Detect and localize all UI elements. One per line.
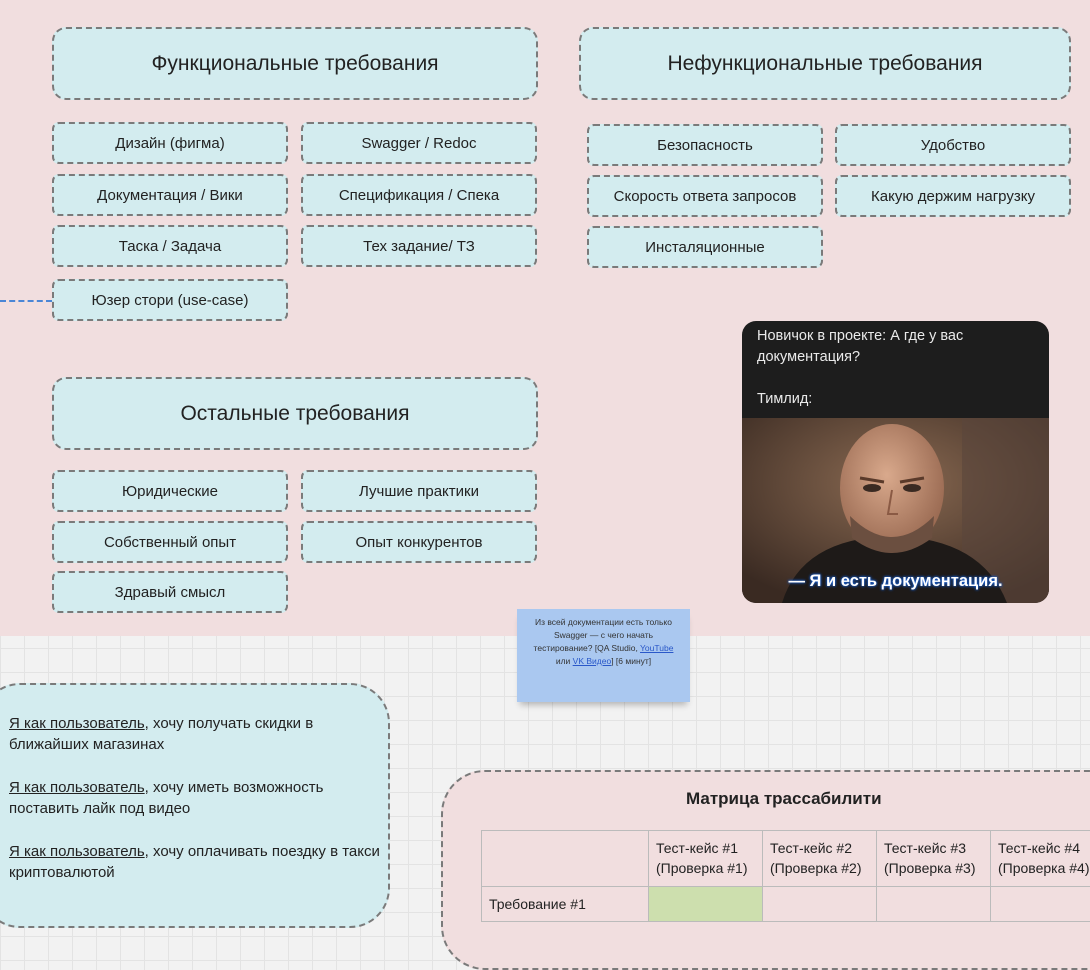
item-label: Дизайн (фигма)	[115, 135, 224, 152]
meme-subtitle: — Я и есть документация.	[742, 572, 1049, 591]
item-label: Юзер стори (use-case)	[91, 292, 248, 309]
nonfunctional-requirements-header[interactable]: Нефункциональные требования	[579, 27, 1071, 100]
item-user-story[interactable]: Юзер стори (use-case)	[52, 279, 288, 321]
functional-requirements-title: Функциональные требования	[151, 52, 438, 76]
item-security[interactable]: Безопасность	[587, 124, 823, 166]
item-documentation-wiki[interactable]: Документация / Вики	[52, 174, 288, 216]
matrix-cell[interactable]	[991, 887, 1090, 922]
item-label: Таска / Задача	[119, 238, 221, 255]
item-label: Тех задание/ ТЗ	[363, 238, 475, 255]
traceability-matrix-card[interactable]: Матрица трассабилити Тест-кейс #1 (Прове…	[441, 770, 1090, 970]
item-label: Юридические	[122, 483, 218, 500]
meme-card[interactable]: Новичок в проекте: А где у вас документа…	[742, 321, 1049, 603]
meme-caption: Новичок в проекте: А где у вас документа…	[757, 326, 1042, 410]
story-role: Я как пользователь	[9, 715, 145, 732]
item-common-sense[interactable]: Здравый смысл	[52, 571, 288, 613]
user-story: Я как пользователь, хочу иметь возможнос…	[9, 777, 388, 819]
youtube-link[interactable]: YouTube	[640, 643, 673, 653]
vk-video-link[interactable]: VK Видео	[573, 656, 612, 666]
matrix-cell[interactable]	[763, 887, 877, 922]
matrix-cell[interactable]	[877, 887, 991, 922]
user-story: Я как пользователь, хочу оплачивать поез…	[9, 841, 388, 883]
item-label: Безопасность	[657, 137, 753, 154]
item-usability[interactable]: Удобство	[835, 124, 1071, 166]
item-label: Скорость ответа запросов	[614, 188, 797, 205]
matrix-cell[interactable]	[649, 887, 763, 922]
item-best-practices[interactable]: Лучшие практики	[301, 470, 537, 512]
table-header-row: Тест-кейс #1 (Проверка #1) Тест-кейс #2 …	[482, 831, 1090, 887]
item-specification[interactable]: Спецификация / Спека	[301, 174, 537, 216]
column-header: Тест-кейс #2 (Проверка #2)	[763, 831, 877, 887]
item-label: Документация / Вики	[97, 187, 243, 204]
item-label: Собственный опыт	[104, 534, 236, 551]
item-label: Опыт конкурентов	[355, 534, 482, 551]
item-label: Здравый смысл	[115, 584, 226, 601]
story-role: Я как пользователь	[9, 779, 145, 796]
functional-requirements-header[interactable]: Функциональные требования	[52, 27, 538, 100]
item-label: Удобство	[921, 137, 985, 154]
item-label: Инсталяционные	[645, 239, 765, 256]
column-header: Тест-кейс #3 (Проверка #3)	[877, 831, 991, 887]
traceability-table: Тест-кейс #1 (Проверка #1) Тест-кейс #2 …	[481, 830, 1090, 922]
table-row: Требование #1	[482, 887, 1090, 922]
corner-cell	[482, 831, 649, 887]
sticky-text-after: ] [6 минут]	[611, 656, 651, 666]
row-label: Требование #1	[482, 887, 649, 922]
item-design-figma[interactable]: Дизайн (фигма)	[52, 122, 288, 164]
item-response-speed[interactable]: Скорость ответа запросов	[587, 175, 823, 217]
item-competitors-experience[interactable]: Опыт конкурентов	[301, 521, 537, 563]
item-swagger-redoc[interactable]: Swagger / Redoc	[301, 122, 537, 164]
item-load[interactable]: Какую держим нагрузку	[835, 175, 1071, 217]
user-story: Я как пользователь, хочу получать скидки…	[9, 713, 388, 755]
item-own-experience[interactable]: Собственный опыт	[52, 521, 288, 563]
item-label: Спецификация / Спека	[339, 187, 499, 204]
item-installation[interactable]: Инсталяционные	[587, 226, 823, 268]
item-legal[interactable]: Юридические	[52, 470, 288, 512]
matrix-title: Матрица трассабилити	[686, 789, 882, 809]
other-requirements-header[interactable]: Остальные требования	[52, 377, 538, 450]
item-label: Лучшие практики	[359, 483, 479, 500]
item-label: Swagger / Redoc	[361, 135, 476, 152]
column-header: Тест-кейс #1 (Проверка #1)	[649, 831, 763, 887]
item-tech-spec[interactable]: Тех задание/ ТЗ	[301, 225, 537, 267]
sticky-note[interactable]: Из всей документации есть только Swagger…	[517, 609, 690, 702]
column-header: Тест-кейс #4 (Проверка #4)	[991, 831, 1090, 887]
user-stories-card[interactable]: Я как пользователь, хочу получать скидки…	[0, 683, 390, 928]
other-requirements-title: Остальные требования	[180, 402, 409, 426]
item-label: Какую держим нагрузку	[871, 188, 1035, 205]
story-role: Я как пользователь	[9, 843, 145, 860]
nonfunctional-requirements-title: Нефункциональные требования	[667, 52, 982, 76]
sticky-text-mid: или	[556, 656, 573, 666]
item-task[interactable]: Таска / Задача	[52, 225, 288, 267]
connector-line	[0, 300, 52, 302]
